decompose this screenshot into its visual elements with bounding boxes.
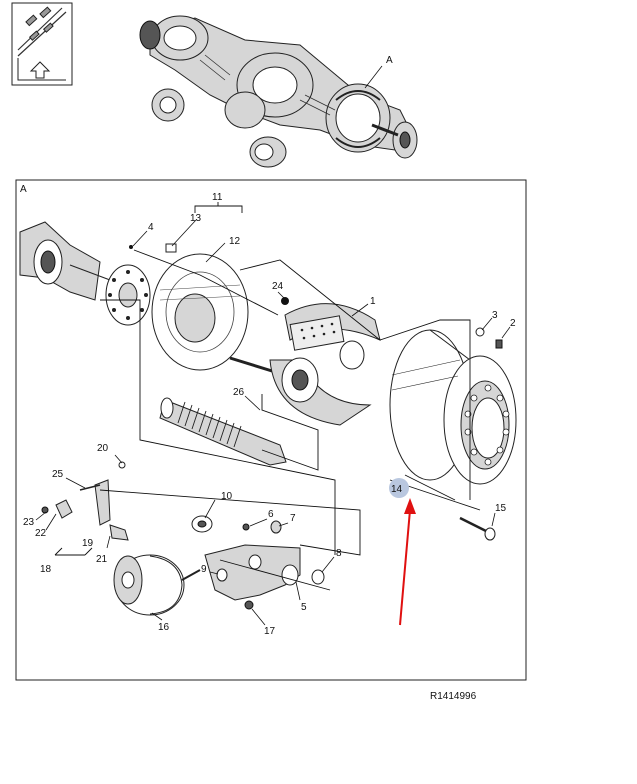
drum-bolt [459,516,496,541]
brake-drum [389,329,517,485]
detail-label-a: A [20,184,27,195]
callout-14-highlight [389,478,409,498]
callout-19: 19 [82,538,94,549]
nut [244,600,254,610]
callout-24: 24 [272,281,284,292]
view-direction-icon [11,2,73,86]
callout-16: 16 [158,622,170,633]
callout-14: 14 [391,484,403,495]
axle-housing-end [19,221,111,301]
camshaft [159,397,287,466]
brake-chamber [113,554,201,616]
hub-flange [105,264,151,326]
callout-2: 2 [510,318,516,329]
callout-26: 26 [233,387,245,398]
callouts: 1 2 3 4 5 6 7 8 9 10 11 12 13 14 15 16 1… [23,192,516,637]
callout-11: 11 [212,192,223,203]
callout-6: 6 [268,509,274,520]
callout-13: 13 [190,213,202,224]
callout-4: 4 [148,222,154,233]
slack-adjuster-bracket [41,461,129,541]
backing-plate [151,253,249,371]
callout-5: 5 [301,602,307,613]
callout-10: 10 [221,491,233,502]
callout-18: 18 [40,564,52,575]
callout-21: 21 [96,554,108,565]
callout-25: 25 [52,469,64,480]
callout-22: 22 [35,528,47,539]
callout-1: 1 [370,296,376,307]
callout-17: 17 [264,626,276,637]
callout-20: 20 [97,443,109,454]
chamber-bracket [204,544,301,601]
callout-8: 8 [336,548,342,559]
bolt-small [242,523,250,531]
callout-15: 15 [495,503,507,514]
overview-label-a: A [386,55,393,66]
pin [129,245,133,249]
callout-9: 9 [201,564,207,575]
snap-ring [311,569,325,585]
grouping-lines [99,249,481,591]
bushing [270,520,282,534]
callout-leaders [35,202,511,626]
callout-12: 12 [229,236,241,247]
clip [165,243,177,253]
detail-view-frame [15,179,527,681]
callout-7: 7 [290,513,296,524]
red-indicator-arrow [399,498,416,626]
figure-id: R1414996 [430,691,477,702]
brake-shoe-assembly [269,303,381,426]
callout-23: 23 [23,517,35,528]
lube-point-dot [281,297,289,305]
bolt-2 [495,339,503,349]
axle-overview-illustration [139,15,418,168]
callout-3: 3 [492,310,498,321]
